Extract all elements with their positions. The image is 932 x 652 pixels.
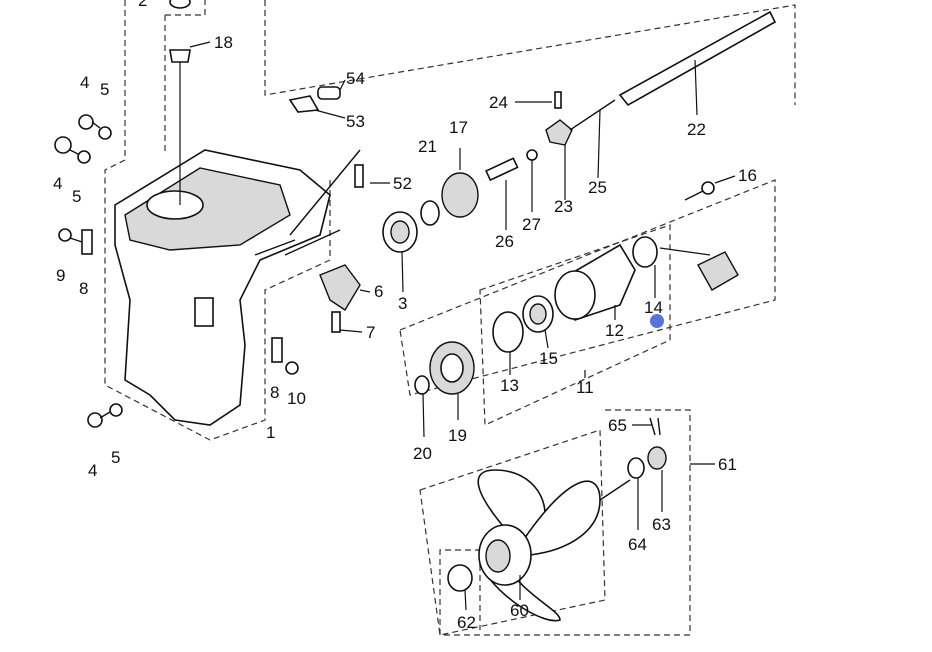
- callout-64: 64: [628, 535, 647, 554]
- parts-53-54: [288, 79, 346, 119]
- callout-5c: 5: [111, 448, 120, 467]
- callout-5a: 5: [100, 80, 109, 99]
- callout-8a: 8: [270, 383, 279, 402]
- callout-5b: 5: [72, 187, 81, 206]
- callout-6: 6: [374, 282, 383, 301]
- callout-16: 16: [738, 166, 757, 185]
- callout-10: 10: [287, 389, 306, 408]
- callout-27: 27: [522, 215, 541, 234]
- callout-2: 2: [138, 0, 147, 10]
- callout-4c: 4: [88, 461, 97, 480]
- prop-nut-group: [627, 417, 715, 530]
- callout-54: 54: [346, 69, 365, 88]
- callout-65: 65: [608, 416, 627, 435]
- callout-12: 12: [605, 321, 624, 340]
- left-bolts: [54, 114, 123, 428]
- callout-22: 22: [687, 120, 706, 139]
- callout-25: 25: [588, 178, 607, 197]
- callout-4b: 4: [53, 174, 62, 193]
- callout-17: 17: [449, 118, 468, 137]
- callout-24: 24: [489, 93, 508, 112]
- lower-casing: [114, 149, 361, 426]
- callout-1: 1: [266, 423, 275, 442]
- bearing-3: [382, 211, 418, 293]
- callout-7: 7: [366, 323, 375, 342]
- callout-52: 52: [393, 174, 412, 193]
- callout-labels: 1 3 4 4 4 5 5 5 6 7 8 8 9 10 11 12 13 14…: [53, 0, 757, 632]
- callout-61: 61: [718, 455, 737, 474]
- bolt-16: [684, 175, 736, 201]
- marker-dot: [650, 314, 664, 328]
- callout-63: 63: [652, 515, 671, 534]
- callout-11: 11: [576, 378, 594, 397]
- middle-small-parts: [271, 264, 371, 375]
- propeller: [447, 469, 631, 622]
- callout-26: 26: [495, 232, 514, 251]
- callout-23: 23: [554, 197, 573, 216]
- callout-3: 3: [398, 294, 407, 313]
- callout-20: 20: [413, 444, 432, 463]
- callout-14: 14: [644, 298, 663, 317]
- callout-9: 9: [56, 266, 65, 285]
- shaft-assembly: [420, 10, 777, 230]
- callout-60: 60: [510, 601, 529, 620]
- callout-8b: 8: [79, 279, 88, 298]
- bolt-52: [354, 164, 390, 188]
- callout-15: 15: [539, 349, 558, 368]
- housing-group: [492, 236, 739, 378]
- callout-13: 13: [500, 376, 519, 395]
- callout-21: 21: [418, 137, 437, 156]
- callout-4a: 4: [80, 73, 89, 92]
- gear-19-20: [414, 341, 475, 438]
- top-parts: [169, 0, 211, 205]
- callout-18: 18: [214, 33, 233, 52]
- callout-53: 53: [346, 112, 365, 131]
- callout-62: 62: [457, 613, 476, 632]
- callout-19: 19: [448, 426, 467, 445]
